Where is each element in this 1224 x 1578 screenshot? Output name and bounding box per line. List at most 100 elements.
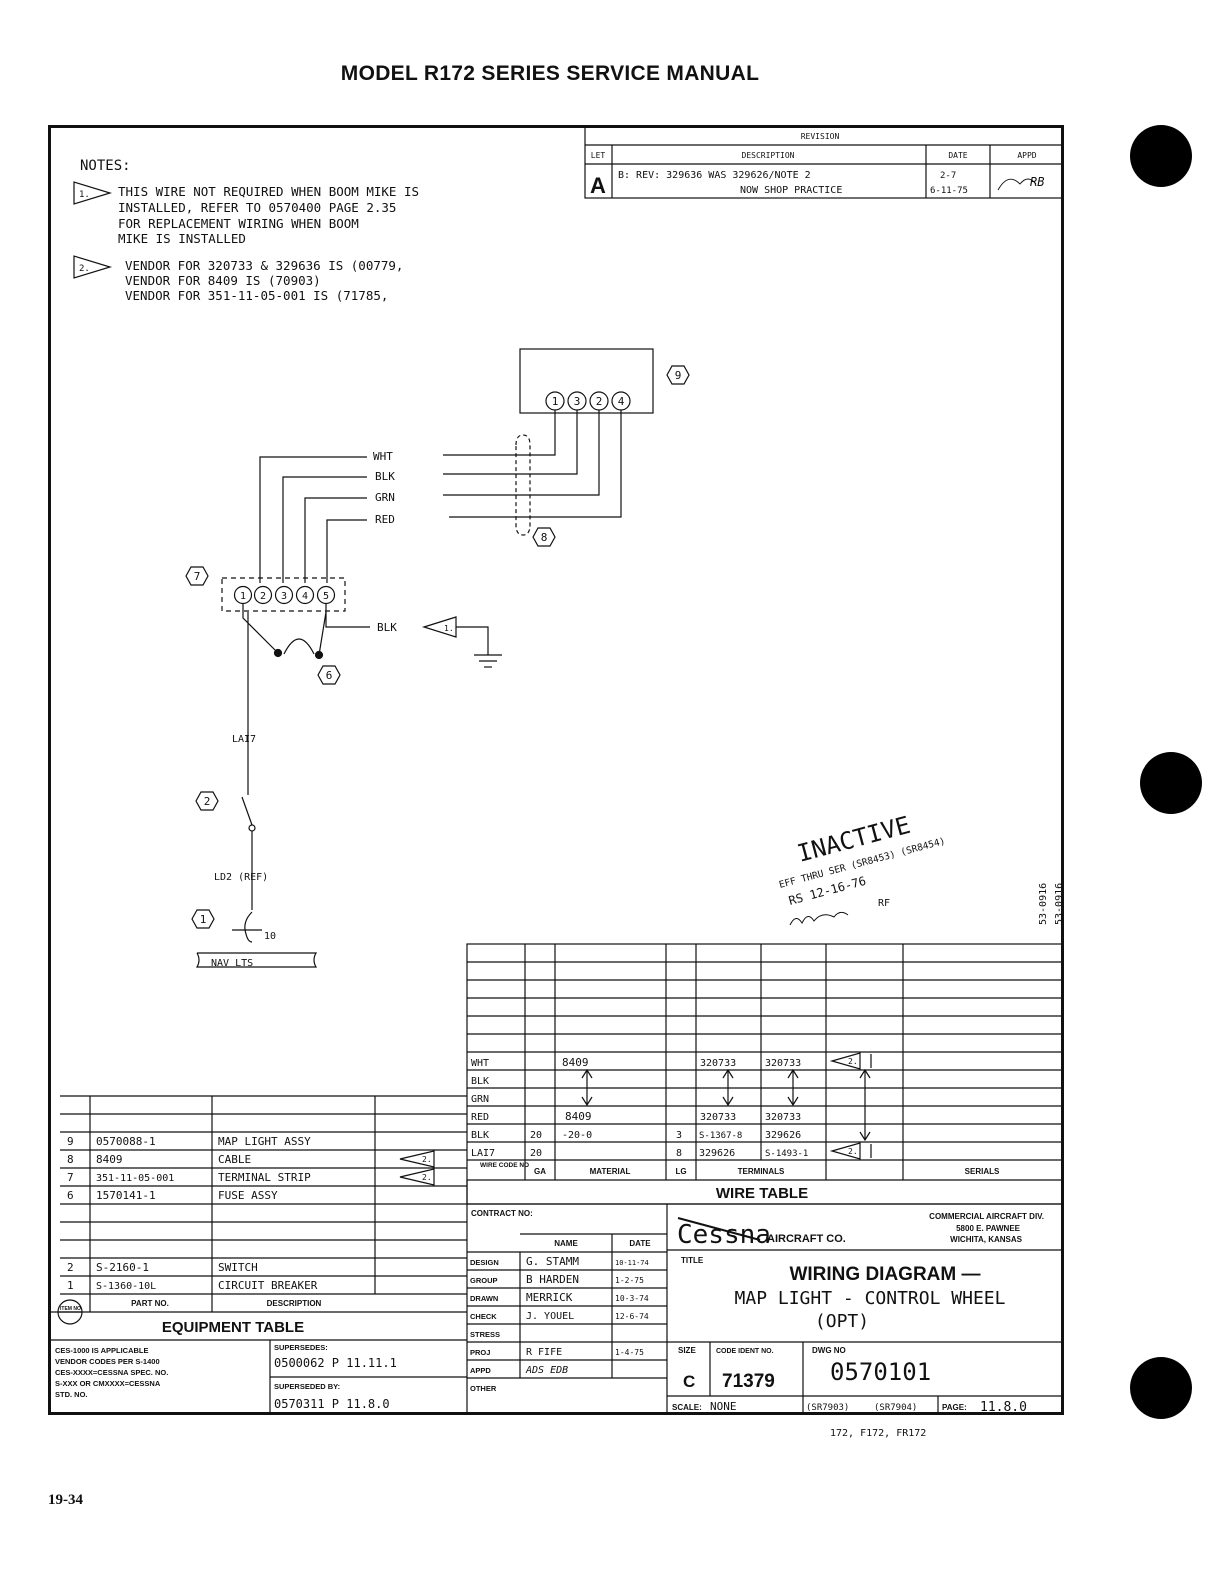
company-division: COMMERCIAL AIRCRAFT DIV. — [929, 1212, 1044, 1221]
map-light-pin-2-label: 2 — [596, 395, 603, 408]
role-check-date: 12-6-74 — [615, 1312, 649, 1321]
title-label: TITLE — [681, 1256, 704, 1265]
switch-contact — [248, 824, 256, 832]
note-1-line-3: FOR REPLACEMENT WIRING WHEN BOOM — [118, 216, 359, 231]
ditto-arrow-terminal-2 — [787, 1068, 799, 1107]
wire-label-10: 10 — [264, 931, 276, 942]
dwg-no-value: 0570101 — [830, 1358, 931, 1386]
wire-row-4-terminal-1: 320733 — [700, 1112, 736, 1123]
nav-lights-bus — [195, 952, 318, 968]
wire-label-blk: BLK — [375, 470, 395, 483]
role-design: DESIGN — [470, 1258, 499, 1267]
role-check: CHECK — [470, 1312, 497, 1321]
terminal-pin-4 — [295, 585, 315, 605]
wire-blk-right — [443, 410, 578, 475]
wire-row-6-terminal-2: S-1493-1 — [765, 1149, 808, 1159]
equip-row-6-description: CIRCUIT BREAKER — [218, 1279, 318, 1292]
revision-date-header: DATE — [948, 151, 967, 160]
wire-row-2-code: BLK — [471, 1076, 489, 1087]
item-2-tag-label: 2 — [204, 795, 211, 808]
map-light-pin-4-label: 4 — [618, 395, 625, 408]
equip-row-3-item: 7 — [67, 1171, 74, 1184]
wire-table-header-terminals: TERMINALS — [738, 1167, 785, 1176]
date-header: DATE — [629, 1239, 651, 1248]
contract-label: CONTRACT NO: — [471, 1209, 533, 1218]
equip-row-2-description: CABLE — [218, 1153, 251, 1166]
company-logo: Cessna — [677, 1220, 771, 1250]
revision-description-line1: B: REV: 329636 WAS 329626/NOTE 2 — [618, 170, 811, 181]
revision-description-header: DESCRIPTION — [742, 151, 795, 160]
wire-red-left — [326, 519, 367, 583]
role-appd: APPD — [470, 1366, 491, 1375]
note-1-line-4: MIKE IS INSTALLED — [118, 231, 246, 246]
page-title: MODEL R172 SERIES SERVICE MANUAL — [340, 62, 760, 85]
page-label: PAGE: — [942, 1403, 967, 1412]
note-2-line-1: VENDOR FOR 320733 & 329636 IS (00779, — [125, 258, 403, 273]
wire-grn-left — [304, 497, 367, 583]
terminal-pin-3-label: 3 — [281, 591, 287, 602]
role-group: GROUP — [470, 1276, 498, 1285]
model-applicability: 172, F172, FR172 — [830, 1428, 926, 1439]
role-drawn-date: 10-3-74 — [615, 1294, 649, 1303]
wire-row-5-code: BLK — [471, 1130, 489, 1141]
role-drawn: DRAWN — [470, 1294, 498, 1303]
ditto-arrow-terminal-1 — [722, 1068, 734, 1107]
serial-range-1: (SR7903) — [806, 1403, 849, 1413]
wire-row-5-length: 3 — [676, 1130, 682, 1141]
wire-row-3-code: GRN — [471, 1094, 489, 1105]
size-label: SIZE — [678, 1346, 696, 1355]
scale-label: SCALE: — [672, 1403, 702, 1412]
wiring-schematic: 1 3 2 4 9 8 WHT BLK GRN RED 1 2 3 — [185, 348, 690, 969]
terminal-pin-5 — [316, 585, 336, 605]
role-drawn-name: MERRICK — [526, 1291, 573, 1304]
note-1-reference-label: 1. — [444, 624, 454, 633]
wire-row-1-terminal-2: 320733 — [765, 1058, 801, 1069]
spec-line-4: S-XXX OR CMXXXX=CESSNA — [55, 1379, 161, 1388]
revision-description-line2: NOW SHOP PRACTICE — [740, 185, 842, 196]
ditto-arrow-note — [859, 1068, 871, 1142]
revision-approval: RB — [1030, 175, 1044, 189]
equipment-table-title: EQUIPMENT TABLE — [162, 1319, 304, 1336]
item-1-tag-label: 1 — [200, 913, 207, 926]
company-address-2: WICHITA, KANSAS — [950, 1235, 1023, 1244]
fuse-lead-left — [242, 604, 279, 654]
role-other: OTHER — [470, 1384, 497, 1393]
item-9-tag-label: 9 — [675, 369, 682, 382]
wire-table: WHT 8409 320733 320733 2. BLK GRN RED 84… — [466, 943, 1064, 1205]
wire-table-title: WIRE TABLE — [716, 1185, 808, 1202]
superseded-by-value: 0570311 P 11.8.0 — [274, 1397, 390, 1411]
revision-appd-header: APPD — [1017, 151, 1036, 160]
note-2-line-3: VENDOR FOR 351-11-05-001 IS (71785, — [125, 288, 388, 303]
side-code-1: 53-0916 — [1038, 883, 1049, 925]
item-6-tag-label: 6 — [326, 669, 333, 682]
wire-row-5-terminal-2: 329626 — [765, 1130, 801, 1141]
punch-hole-bottom — [1130, 1357, 1192, 1419]
spec-line-5: STD. NO. — [55, 1390, 88, 1399]
item-7-tag — [185, 566, 209, 586]
revision-title: REVISION — [801, 132, 840, 141]
item-number-label: ITEM NO — [60, 1306, 81, 1312]
item-8-tag-label: 8 — [541, 531, 548, 544]
wire-row-4-material: 8409 — [565, 1110, 592, 1123]
item-8-tag — [532, 527, 556, 547]
map-light-pin-3-label: 3 — [574, 395, 581, 408]
nav-lights-label: NAV LTS — [211, 958, 253, 969]
inactive-stamp: INACTIVE EFF THRU SER (SR8453) (SR8454) … — [778, 811, 1065, 926]
circuit-breaker-symbol — [244, 911, 253, 943]
equip-row-3-note-flag — [399, 1168, 435, 1186]
drawing-sheet — [48, 125, 1064, 1415]
drawing-title-3: (OPT) — [815, 1311, 869, 1332]
role-proj: PROJ — [470, 1348, 490, 1357]
terminal-pin-2-label: 2 — [260, 591, 266, 602]
title-block: CONTRACT NO: NAME DATE DESIGN G. STAMM 1… — [467, 1203, 1063, 1415]
revision-date-2: 6-11-75 — [930, 186, 968, 196]
punch-hole-middle — [1140, 752, 1202, 814]
cable-shield — [515, 434, 531, 536]
wire-row-5-material: -20-0 — [562, 1130, 592, 1141]
equip-header-description: DESCRIPTION — [267, 1299, 322, 1308]
revision-approval-signature — [997, 178, 1037, 191]
notes-block: NOTES: 1. THIS WIRE NOT REQUIRED WHEN BO… — [73, 158, 419, 303]
item-1-tag — [191, 909, 215, 929]
role-stress: STRESS — [470, 1330, 500, 1339]
